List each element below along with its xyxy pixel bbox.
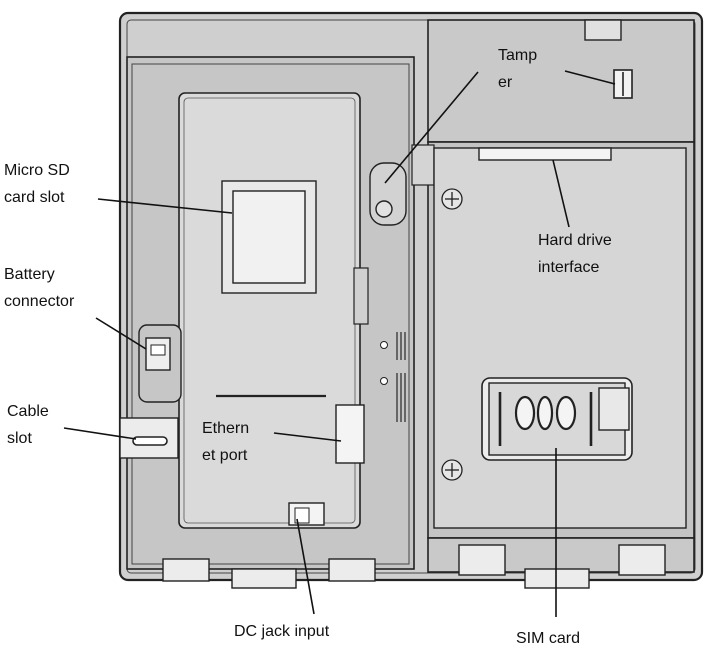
label-sim-card: SIM card [516,630,581,647]
leader-hard-drive [552,159,570,228]
foot-4 [458,544,506,576]
tamper-compartment [427,19,695,143]
leader-tamper-2 [564,70,616,85]
sim-pins [514,395,577,431]
led-indicator-1 [380,341,388,349]
hard-drive-tray [433,147,687,529]
label-hard-drive-interface: Hard drive interface [538,232,612,276]
foot-5 [524,568,590,589]
label-tamper: Tamp er [498,47,538,91]
screw-bottom [441,459,463,481]
label-dc-jack-input: DC jack input [234,623,330,640]
ethernet-port [335,404,365,464]
label-cable-slot: Cable slot [7,403,49,447]
leader-micro-sd [97,198,233,214]
hard-drive-frame [411,144,435,186]
screw-top [441,188,463,210]
leader-tamper-1 [384,71,479,184]
sim-latch [598,387,630,431]
label-battery-connector: Battery connector [4,266,75,310]
hard-drive-connector [478,147,612,161]
led-markings [396,332,406,422]
micro-sd-slot [232,190,306,284]
foot-3 [328,558,376,582]
left-compartment-inner [131,63,410,565]
leader-ethernet [273,432,342,442]
side-rail [353,267,369,325]
label-micro-sd: Micro SD card slot [4,162,70,206]
battery-connector-pins [150,344,166,356]
top-clip [584,19,622,41]
tamper-screw [375,200,393,218]
cable-slot-opening [132,436,168,446]
led-indicator-2 [380,377,388,385]
sim-contacts [498,392,593,446]
foot-1 [162,558,210,582]
leader-cable-slot [63,427,137,440]
foot-2 [231,568,297,589]
label-ethernet-port: Ethern et port [202,420,250,464]
leader-dc-jack [296,518,315,615]
foot-6 [618,544,666,576]
dc-jack-opening [294,507,310,524]
leader-battery [95,317,147,350]
